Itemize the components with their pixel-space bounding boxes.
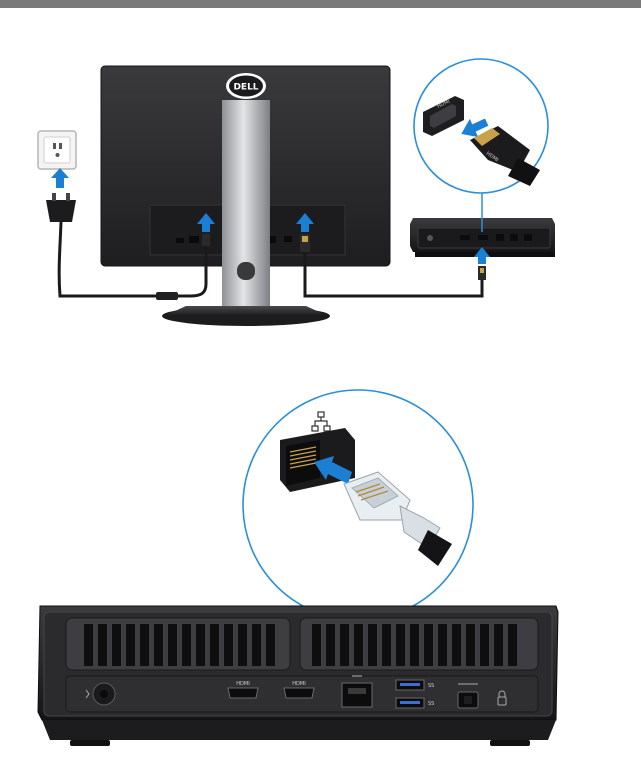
figure-monitor-connection: DELL [38,59,555,326]
mini-pc-rear: HDMI HDMI SS SS [38,606,558,746]
figure-network-connection: HDMI HDMI SS SS [38,390,558,746]
wall-outlet [38,131,76,169]
dell-logo: DELL [233,83,258,93]
vent-grille-right [312,624,517,666]
svg-text:SS: SS [428,701,434,707]
arrow-up-icon [51,168,69,188]
svg-text:SS: SS [428,683,434,689]
svg-text:HDMI: HDMI [236,681,249,687]
svg-text:HDMI: HDMI [292,681,305,687]
